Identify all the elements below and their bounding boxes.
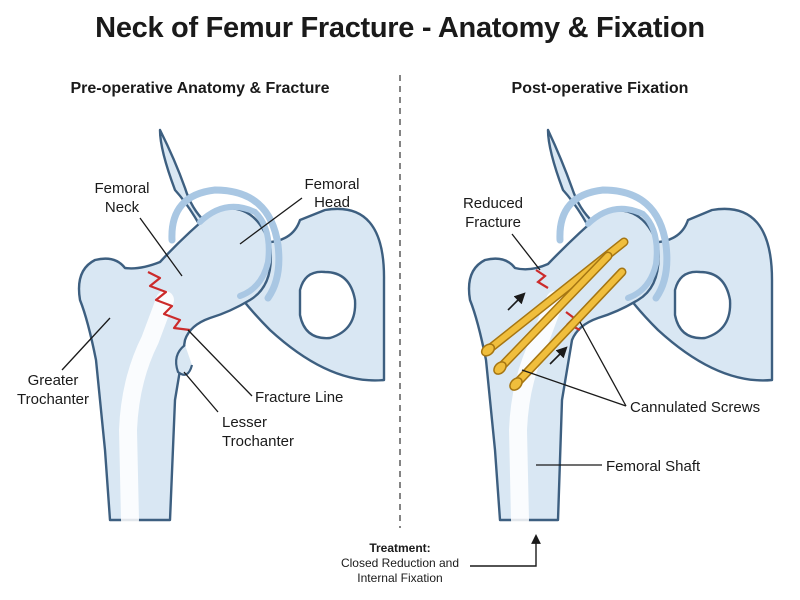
femur-cortex-right (508, 291, 564, 529)
obturator-foramen-right (673, 270, 732, 340)
label-greater-trochanter-line2: Trochanter (17, 391, 89, 408)
label-reduced-fracture-line1: Reduced (463, 195, 523, 212)
label-reduced-fracture-line2: Fracture (465, 214, 521, 231)
label-femoral-head: Femoral Head (239, 176, 360, 245)
label-greater-trochanter: Greater Trochanter (17, 317, 111, 408)
label-lesser-trochanter: Lesser Trochanter (183, 371, 294, 450)
cannulated-screw-3 (509, 267, 627, 391)
label-femoral-neck-line1: Femoral (94, 180, 149, 197)
label-fracture-line-text: Fracture Line (255, 389, 343, 406)
treatment-line2: Internal Fixation (357, 571, 442, 585)
compression-arrow-lower (549, 346, 568, 365)
pre-operative-panel-title: Pre-operative Anatomy & Fracture (70, 80, 330, 97)
lesser-trochanter-shape (175, 344, 194, 376)
label-femoral-head-line1: Femoral (304, 176, 359, 193)
acetabulum-rim-left (168, 186, 283, 302)
treatment-note: Treatment: Closed Reduction and Internal… (341, 534, 541, 585)
pre-operative-hip (77, 128, 386, 529)
post-operative-panel-title: Post-operative Fixation (511, 80, 689, 97)
label-femoral-shaft: Femoral Shaft (536, 458, 701, 475)
femur-cortex-left (118, 291, 174, 529)
label-lesser-trochanter-line2: Trochanter (222, 433, 294, 450)
post-operative-hip (467, 128, 774, 529)
page-title: Neck of Femur Fracture - Anatomy & Fixat… (95, 12, 705, 44)
femoral-head-cartilage-right (585, 205, 660, 301)
treatment-line1: Closed Reduction and (341, 556, 459, 570)
treatment-arrow (470, 534, 541, 567)
femur-left (77, 207, 272, 522)
label-greater-trochanter-line1: Greater (28, 372, 79, 389)
label-lesser-trochanter-line1: Lesser (222, 414, 267, 431)
acetabulum-rim-right (556, 186, 671, 302)
treatment-heading: Treatment: (369, 541, 430, 555)
reduced-fracture-mark-upper (535, 269, 549, 289)
label-cannulated-screws-text: Cannulated Screws (630, 399, 760, 416)
label-reduced-fracture: Reduced Fracture (463, 195, 541, 271)
femoral-head-cartilage-left (197, 203, 272, 299)
label-femoral-neck-line2: Neck (105, 199, 140, 216)
label-femoral-shaft-text: Femoral Shaft (606, 458, 701, 475)
obturator-foramen-left (298, 270, 357, 340)
label-femoral-head-line2: Head (314, 194, 350, 211)
label-fracture-line: Fracture Line (187, 329, 343, 406)
cannulated-screw-2 (493, 251, 613, 375)
fracture-line-left (147, 271, 191, 332)
label-femoral-neck: Femoral Neck (94, 180, 183, 277)
compression-arrow-upper (507, 292, 526, 311)
label-cannulated-screws: Cannulated Screws (521, 321, 760, 416)
